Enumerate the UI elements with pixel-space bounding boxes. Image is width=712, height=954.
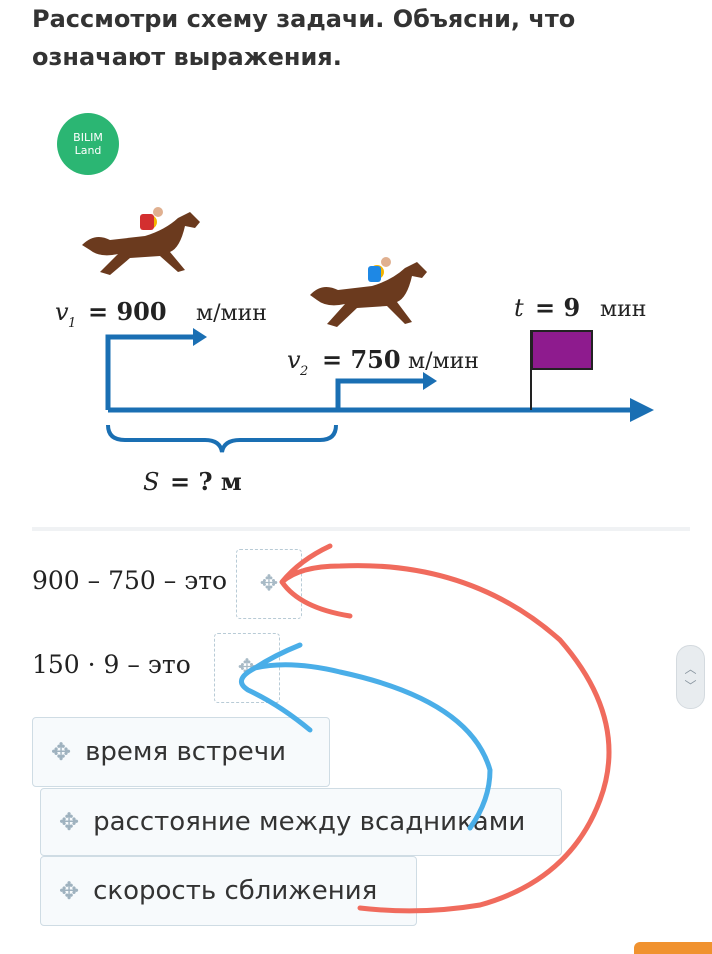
option-chip-approach-speed[interactable]: ✥ скорость сближения xyxy=(40,856,417,926)
s-symbol: S xyxy=(143,468,159,496)
horse-rider-2-icon xyxy=(310,257,427,327)
distance-brace xyxy=(106,424,338,453)
v1-unit: м/мин xyxy=(196,301,267,326)
v1-value: = 900 xyxy=(88,297,167,326)
question-text: Рассмотри схему задачи. Объясни, что озн… xyxy=(32,5,576,71)
option-label: время встречи xyxy=(85,737,286,767)
move-cross-icon: ✥ xyxy=(237,655,257,681)
v1-subscript: 1 xyxy=(68,316,76,331)
v1-arrowhead-icon xyxy=(193,328,207,346)
drop-zone-1[interactable]: ✥ xyxy=(236,549,302,619)
v2-subscript: 2 xyxy=(299,364,308,379)
s-value: = ? м xyxy=(170,467,242,496)
move-cross-icon: ✥ xyxy=(59,808,80,836)
v2-symbol: v xyxy=(287,346,301,374)
next-button-edge[interactable] xyxy=(634,942,712,954)
t-symbol: t xyxy=(514,294,524,322)
t-unit: мин xyxy=(600,297,646,322)
option-chip-distance-between-riders[interactable]: ✥ расстояние между всадниками xyxy=(40,788,562,856)
option-chip-meeting-time[interactable]: ✥ время встречи xyxy=(32,717,330,787)
logo-line2: Land xyxy=(74,144,102,157)
finish-flag-icon xyxy=(530,330,593,410)
logo-line1: BILIM xyxy=(73,131,103,144)
bilimland-logo: BILIM Land xyxy=(57,113,119,175)
move-cross-icon: ✥ xyxy=(259,571,279,597)
drop-zone-2[interactable]: ✥ xyxy=(214,633,280,703)
v2-arrowhead-icon xyxy=(423,372,437,390)
horse-rider-1-icon xyxy=(82,207,200,275)
option-label: скорость сближения xyxy=(93,876,378,906)
v2-value: = 750 xyxy=(322,345,401,374)
scroll-updown-icon[interactable]: ︿﹀ xyxy=(676,645,705,709)
v2-unit: м/мин xyxy=(408,349,479,374)
section-divider xyxy=(32,527,690,531)
velocity-arrows xyxy=(105,334,632,413)
t-value: = 9 xyxy=(535,293,580,322)
move-cross-icon: ✥ xyxy=(51,738,72,766)
expression-1: 900 – 750 – это xyxy=(32,566,228,595)
v1-symbol: v xyxy=(55,298,69,326)
problem-diagram: v 1 = 900 м/мин v 2 = 750 м/мин t = 9 ми… xyxy=(55,207,654,496)
axis-arrowhead-icon xyxy=(630,398,654,422)
expression-2: 150 · 9 – это xyxy=(32,650,191,679)
move-cross-icon: ✥ xyxy=(59,877,80,905)
option-label: расстояние между всадниками xyxy=(93,807,526,837)
